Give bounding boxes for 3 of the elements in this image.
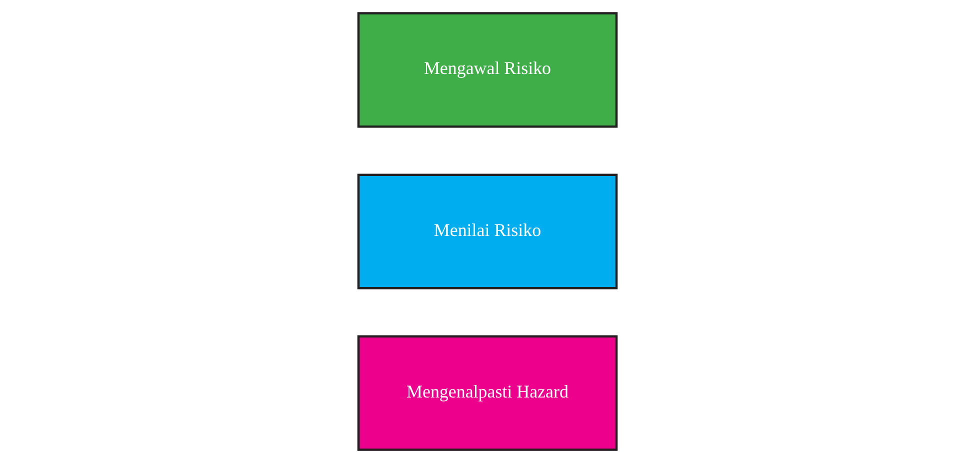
node-box: Mengawal Risiko xyxy=(357,12,618,128)
node-box: Mengenalpasti Hazard xyxy=(357,335,618,451)
node-box: Menilai Risiko xyxy=(357,174,618,290)
